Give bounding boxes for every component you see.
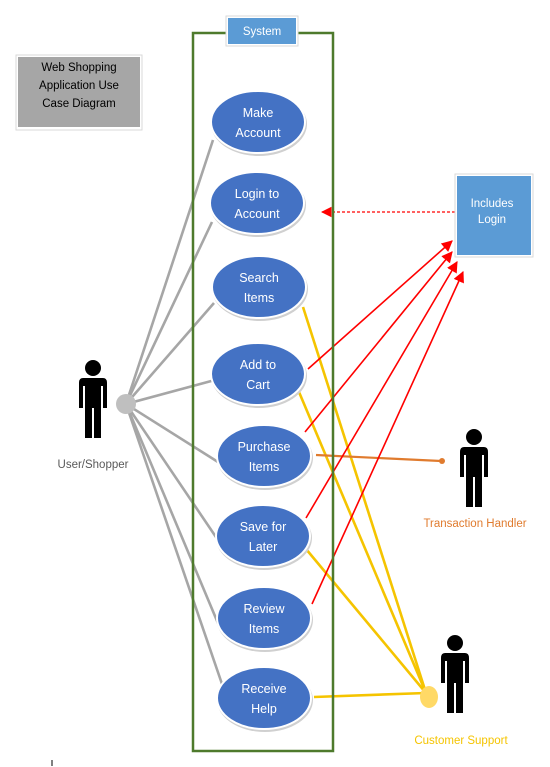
use-case-label-line: Login to [235, 187, 280, 201]
transaction-person-icon [460, 429, 488, 507]
use-case-label-line: Review [244, 602, 286, 616]
system-label-box: System [225, 15, 299, 47]
use-case-label-line: Purchase [238, 440, 291, 454]
use-case-ellipse [210, 342, 306, 406]
use-case-login: Login to Account [209, 171, 306, 237]
actor-transaction-handler: Transaction Handler [423, 429, 527, 530]
user-connector-dot [116, 394, 136, 414]
support-connector-dot [420, 686, 438, 708]
include-arrow-review-items [311, 270, 464, 605]
includes-login-note: Includes Login [454, 173, 534, 258]
use-case-label-line: Search [239, 271, 279, 285]
use-case-label-line: Items [244, 291, 275, 305]
support-association-receive-help [313, 691, 427, 699]
support-association-search-items [301, 306, 428, 694]
use-case-label-line: Cart [246, 378, 270, 392]
transaction-connector-dot [439, 458, 445, 464]
system-label: System [243, 26, 281, 38]
include-arrow-purchase-items [304, 251, 453, 433]
use-case-label-line: Add to [240, 358, 276, 372]
use-case-label-line: Save for [240, 520, 287, 534]
title-box: Web Shopping Application Use Case Diagra… [15, 54, 143, 131]
use-case-label-line: Items [249, 622, 280, 636]
use-case-ellipse [211, 255, 307, 319]
user-association-make-account [124, 139, 215, 405]
use-case-label-line: Account [235, 126, 281, 140]
user-association-add-to-cart [125, 378, 216, 406]
user-association-search-items [125, 302, 215, 405]
use-case-label-line: Help [251, 702, 277, 716]
use-case-ellipse [215, 504, 311, 568]
use-case-ellipse [216, 586, 312, 650]
actor-customer-support: Customer Support [414, 635, 508, 747]
note-line-2: Login [478, 214, 506, 226]
user-association-save-for-later [124, 403, 222, 544]
use-case-add-to-cart: Add to Cart [210, 342, 307, 408]
support-association-add-to-cart [297, 391, 428, 694]
user-person-icon [79, 360, 107, 438]
use-case-ellipse [209, 171, 305, 235]
title-line-2: Application Use [39, 80, 119, 92]
customer-support-label: Customer Support [414, 735, 508, 747]
title-line-3: Case Diagram [42, 98, 116, 110]
support-person-icon [441, 635, 469, 713]
use-case-ellipse [216, 666, 312, 730]
user-association-receive-help [124, 403, 224, 685]
user-shopper-label: User/Shopper [58, 459, 129, 471]
use-case-label-line: Make [243, 106, 274, 120]
use-case-label-line: Account [234, 207, 280, 221]
use-case-label-line: Later [249, 540, 278, 554]
include-arrow-save-for-later [305, 261, 458, 519]
use-case-ellipse [216, 424, 312, 488]
transaction-handler-label: Transaction Handler [423, 518, 526, 530]
user-association-purchase-items [125, 402, 219, 464]
note-line-1: Includes [471, 198, 514, 210]
support-association-save-for-later [305, 548, 427, 694]
use-case-ellipse [210, 90, 306, 154]
include-arrow-add-to-cart [307, 240, 453, 370]
title-line-1: Web Shopping [41, 62, 116, 74]
actor-user: User/Shopper [58, 360, 136, 471]
use-case-label-line: Items [249, 460, 280, 474]
user-association-review-items [124, 403, 222, 629]
user-association-login [124, 221, 214, 405]
use-case-label-line: Receive [241, 682, 286, 696]
